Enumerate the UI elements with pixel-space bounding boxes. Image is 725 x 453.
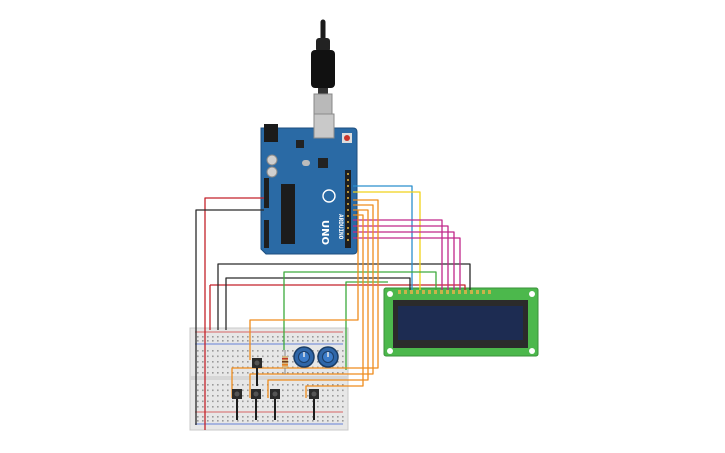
capacitor xyxy=(266,154,278,166)
crystal xyxy=(302,160,310,166)
power-jack xyxy=(264,124,278,142)
board-brand-label: ARDUINO xyxy=(337,214,344,240)
arduino-logo-icon xyxy=(322,189,336,203)
wire-green-1 xyxy=(283,271,437,350)
analog-header xyxy=(264,220,269,248)
wire-orange-4 xyxy=(305,214,364,398)
wire-orange-5 xyxy=(249,210,359,360)
mount-hole xyxy=(387,291,393,297)
breadboard[interactable] xyxy=(189,327,349,431)
wire-black-2 xyxy=(225,277,411,330)
wire-orange-3 xyxy=(267,209,369,398)
capacitor xyxy=(266,166,278,178)
arduino-uno-board[interactable]: ARDUINO UNO xyxy=(260,113,358,255)
wire-black-lcd xyxy=(217,263,471,330)
potentiometer-2[interactable] xyxy=(317,346,339,368)
wire-black-gnd xyxy=(195,209,264,425)
wire-magenta-3 xyxy=(353,231,455,290)
reset-button-cap[interactable] xyxy=(344,135,350,141)
pushbuttons xyxy=(232,358,319,420)
usb-cable xyxy=(311,19,335,115)
potentiometers xyxy=(293,346,339,368)
usb-chip xyxy=(318,158,328,168)
pushbutton-1[interactable] xyxy=(252,358,262,386)
breadboard-center-gap xyxy=(190,376,348,380)
wire-magenta-4 xyxy=(353,237,461,290)
pushbutton-3[interactable] xyxy=(251,389,261,420)
wire-magenta-2 xyxy=(353,225,449,290)
wire-orange-2 xyxy=(249,204,374,398)
pushbutton-2[interactable] xyxy=(232,389,242,420)
wire-green-2 xyxy=(345,281,388,370)
usb-jack xyxy=(313,113,335,139)
mount-hole xyxy=(529,291,535,297)
power-header xyxy=(264,178,269,208)
mount-hole xyxy=(387,348,393,354)
wire-orange-1 xyxy=(231,199,379,398)
wire-red-5v xyxy=(204,197,264,430)
pushbutton-5[interactable] xyxy=(309,389,319,420)
atmega-chip xyxy=(281,184,295,244)
lcd-screen xyxy=(398,306,523,340)
lcd-16x2-display[interactable] xyxy=(383,287,539,357)
wires xyxy=(195,185,471,430)
potentiometer-1[interactable] xyxy=(293,346,315,368)
resistor[interactable] xyxy=(282,350,288,374)
regulator-chip xyxy=(296,140,304,148)
board-model-label: UNO xyxy=(319,220,330,245)
wire-red-lcd xyxy=(210,284,466,290)
pushbutton-4[interactable] xyxy=(270,389,280,420)
wire-yellow xyxy=(353,191,421,290)
wire-blue xyxy=(353,185,413,290)
mount-hole xyxy=(529,348,535,354)
wire-magenta-1 xyxy=(353,219,443,290)
